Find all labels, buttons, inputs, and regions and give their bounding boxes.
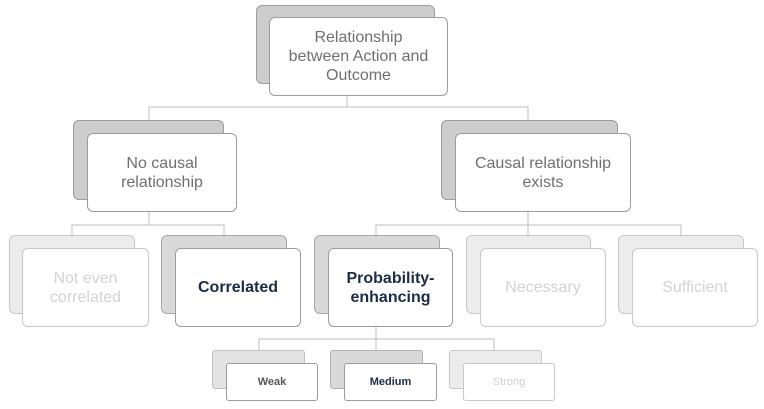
- connector-root: [148, 96, 529, 120]
- node-no-causal-label: No causal relationship: [121, 154, 203, 191]
- node-not-correlated-label: Not even correlated: [49, 269, 122, 306]
- node-weak-card: Weak: [226, 363, 318, 401]
- node-necessary-card: Necessary: [480, 248, 606, 327]
- node-sufficient-label: Sufficient: [662, 279, 728, 296]
- node-medium-card: Medium: [344, 363, 437, 401]
- node-strong-label: Strong: [492, 375, 526, 388]
- node-no-causal-card: No causal relationship: [87, 133, 237, 212]
- node-probability-label: Probability- enhancing: [346, 269, 435, 306]
- node-sufficient-card: Sufficient: [632, 248, 758, 327]
- node-root-label: Relationship between Action and Outcome: [288, 29, 429, 84]
- node-strong-card: Strong: [463, 363, 555, 401]
- node-correlated-label: Correlated: [197, 279, 279, 296]
- connector-causal: [375, 212, 682, 236]
- node-necessary-label: Necessary: [505, 279, 581, 296]
- node-correlated-card: Correlated: [175, 248, 301, 327]
- node-weak-label: Weak: [257, 375, 287, 388]
- node-causal-card: Causal relationship exists: [455, 133, 631, 212]
- node-not-correlated-card: Not even correlated: [22, 248, 149, 327]
- connector-no-causal: [71, 212, 225, 236]
- node-root-card: Relationship between Action and Outcome: [269, 17, 448, 96]
- connector-probability: [258, 327, 495, 351]
- node-medium-label: Medium: [369, 375, 412, 388]
- node-probability-card: Probability- enhancing: [328, 248, 453, 327]
- node-causal-label: Causal relationship exists: [474, 154, 612, 191]
